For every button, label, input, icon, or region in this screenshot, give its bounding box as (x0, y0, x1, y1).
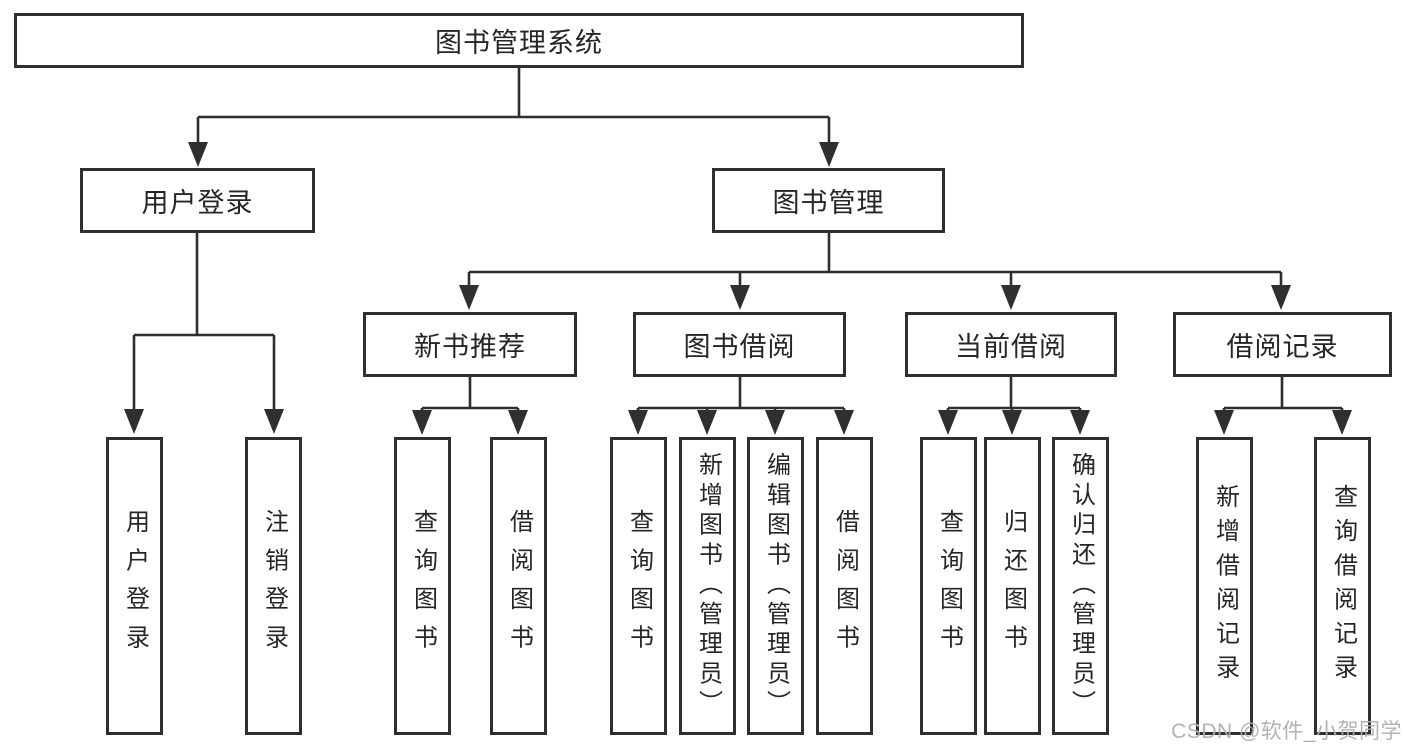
node-book-management-label: 图书管理 (772, 188, 885, 218)
node-current-borrowing: 当前借阅 (905, 312, 1117, 377)
leaf-edit-book-admin-label: 编辑图书（管理员） (762, 452, 790, 720)
leaf-logout-label: 注销登录 (260, 509, 288, 663)
leaf-query-borrow-record-label: 查询借阅记录 (1329, 483, 1357, 689)
leaf-query-book-recommend: 查询图书 (394, 437, 451, 735)
leaf-query-book-current: 查询图书 (920, 437, 977, 735)
leaf-confirm-return-admin-label: 确认归还（管理员） (1067, 452, 1095, 720)
leaf-query-book-borrow: 查询图书 (610, 437, 667, 735)
leaf-add-book-admin-label: 新增图书（管理员） (694, 452, 722, 720)
node-new-book-recommend: 新书推荐 (363, 312, 577, 377)
leaf-query-book-recommend-label: 查询图书 (409, 509, 437, 663)
leaf-borrow-book: 借阅图书 (816, 437, 873, 735)
leaf-logout: 注销登录 (245, 437, 302, 735)
node-borrowing-records-label: 借阅记录 (1226, 332, 1339, 362)
node-book-borrowing-label: 图书借阅 (683, 332, 796, 362)
node-user-login-label: 用户登录 (141, 188, 254, 218)
leaf-borrow-book-recommend-label: 借阅图书 (505, 509, 533, 663)
leaf-borrow-book-recommend: 借阅图书 (490, 437, 547, 735)
node-new-book-recommend-label: 新书推荐 (414, 332, 526, 362)
watermark-text: CSDN @软件_小贺同学 (1171, 720, 1402, 743)
node-root-label: 图书管理系统 (435, 28, 603, 58)
leaf-add-borrow-record-label: 新增借阅记录 (1211, 483, 1239, 689)
leaf-query-book-current-label: 查询图书 (935, 509, 963, 663)
leaf-return-book-label: 归还图书 (999, 509, 1027, 663)
leaf-query-book-borrow-label: 查询图书 (625, 509, 653, 663)
leaf-return-book: 归还图书 (984, 437, 1041, 735)
leaf-confirm-return-admin: 确认归还（管理员） (1052, 437, 1109, 735)
node-book-management: 图书管理 (712, 168, 945, 233)
leaf-query-borrow-record: 查询借阅记录 (1314, 437, 1371, 735)
node-root: 图书管理系统 (14, 13, 1024, 68)
node-user-login: 用户登录 (80, 168, 315, 233)
node-book-borrowing: 图书借阅 (633, 312, 846, 377)
leaf-add-book-admin: 新增图书（管理员） (679, 437, 736, 735)
leaf-user-login: 用户登录 (106, 437, 163, 735)
leaf-borrow-book-label: 借阅图书 (831, 509, 859, 663)
leaf-edit-book-admin: 编辑图书（管理员） (747, 437, 804, 735)
leaf-user-login-label: 用户登录 (121, 509, 149, 663)
node-borrowing-records: 借阅记录 (1173, 312, 1392, 377)
leaf-add-borrow-record: 新增借阅记录 (1196, 437, 1253, 735)
node-current-borrowing-label: 当前借阅 (955, 332, 1067, 362)
